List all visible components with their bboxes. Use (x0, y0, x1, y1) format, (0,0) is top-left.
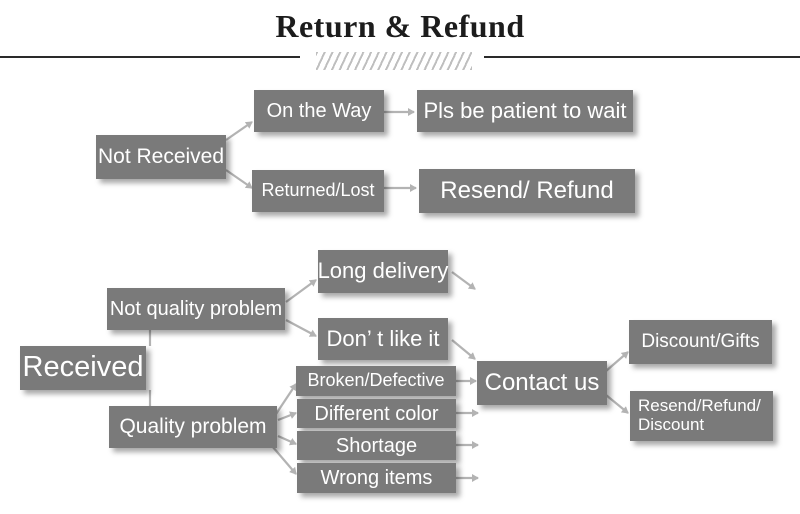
page-title: Return & Refund (275, 8, 525, 44)
arrow-quality-to-shortage (277, 434, 297, 446)
node-not-quality-problem: Not quality problem (107, 288, 285, 330)
arrow-quality-to-wrong-items (271, 445, 297, 475)
arrow-quality-to-different-color (277, 411, 297, 422)
node-long-delivery: Long delivery (318, 250, 448, 293)
title-rule-left (0, 56, 300, 58)
node-resend-refund: Resend/ Refund (419, 169, 635, 213)
node-contact-us: Contact us (477, 361, 607, 405)
node-shortage: Shortage (297, 431, 456, 460)
arrow-not-received-to-returned-lost (225, 169, 253, 189)
arrow-not-quality-to-long-delivery (285, 279, 317, 303)
node-wrong-items: Wrong items (297, 463, 456, 493)
node-dont-like-it: Don’ t like it (318, 318, 448, 360)
arrow-contact-to-resend-refund-discount (605, 394, 629, 414)
node-different-color: Different color (297, 399, 456, 428)
title-hatch-decoration (316, 52, 472, 70)
arrow-quality-to-broken (275, 383, 297, 415)
node-discount-gifts: Discount/Gifts (629, 320, 772, 364)
arrow-contact-to-discount (605, 351, 629, 372)
node-broken-defective: Broken/Defective (296, 366, 456, 396)
arrow-dont-like-to-contact (451, 339, 476, 360)
arrow-not-received-to-on-the-way (225, 121, 253, 141)
node-quality-problem: Quality problem (109, 406, 277, 448)
node-be-patient: Pls be patient to wait (417, 90, 633, 132)
node-not-received: Not Received (96, 135, 226, 179)
node-returned-lost: Returned/Lost (252, 170, 384, 212)
arrow-long-delivery-out (451, 271, 476, 290)
arrow-not-quality-to-dont-like (285, 319, 317, 337)
title-rule-right (484, 56, 800, 58)
node-on-the-way: On the Way (254, 90, 384, 132)
node-received: Received (20, 346, 146, 390)
node-resend-refund-discount: Resend/Refund/ Discount (630, 391, 773, 441)
